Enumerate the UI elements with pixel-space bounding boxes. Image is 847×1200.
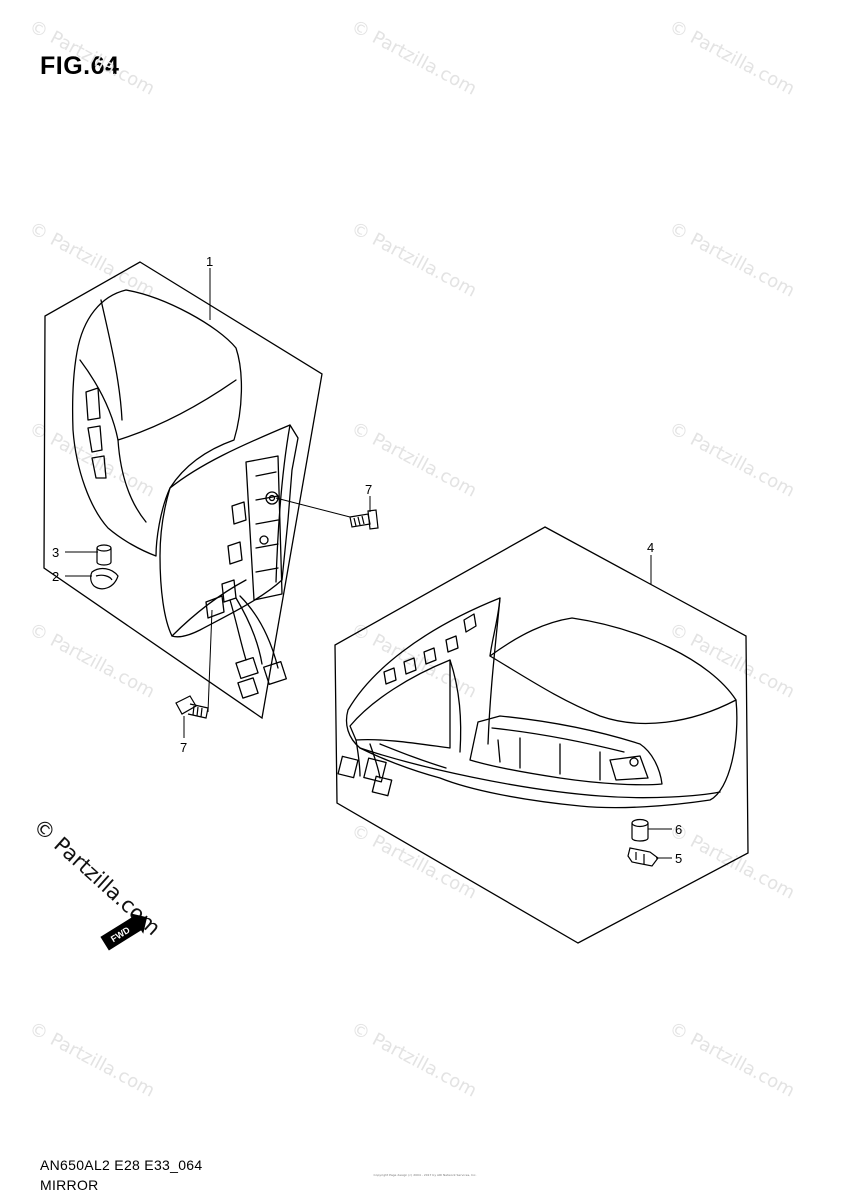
figure-title: FIG.64: [40, 52, 120, 80]
watermark: © Partzilla.com: [348, 1018, 481, 1102]
watermark: © Partzilla.com: [348, 218, 481, 302]
leader-lines-right: [648, 555, 672, 859]
left-mirror-assembly: [71, 289, 299, 699]
leader-lines-left: [65, 268, 371, 738]
forward-arrow: FWD: [100, 913, 148, 951]
clip-part-2: [90, 567, 119, 590]
screw-part-7-lower: [175, 695, 209, 719]
callout-5: 5: [675, 851, 682, 866]
callout-4: 4: [647, 540, 654, 555]
watermark: © Partzilla.com: [348, 820, 481, 904]
screw-part-7-upper: [349, 509, 379, 530]
callout-2: 2: [52, 569, 59, 584]
watermark: © Partzilla.com: [26, 619, 159, 703]
right-assembly-frame: [334, 526, 749, 944]
diagram-code: AN650AL2 E28 E33_064: [40, 1157, 203, 1173]
callout-3: 3: [52, 545, 59, 560]
watermark: © Partzilla.com: [348, 16, 481, 100]
copyright-note: Copyright Page design (c) 2004 - 2017 by…: [373, 1173, 477, 1177]
right-mirror-assembly: [337, 597, 738, 809]
diagram-name: MIRROR: [40, 1177, 99, 1193]
clip-part-5: [627, 847, 659, 867]
watermark: © Partzilla.com: [666, 418, 799, 502]
callout-7-upper: 7: [365, 482, 372, 497]
collar-part-6: [631, 818, 649, 842]
watermark: © Partzilla.com: [666, 16, 799, 100]
watermark: © Partzilla.com: [666, 619, 799, 703]
watermark: © Partzilla.com: [26, 16, 159, 100]
watermark: © Partzilla.com: [666, 218, 799, 302]
callout-6: 6: [675, 822, 682, 837]
watermark-grid: © Partzilla.com © Partzilla.com © Partzi…: [26, 16, 799, 1102]
watermark: © Partzilla.com: [666, 1018, 799, 1102]
left-assembly-frame: [43, 261, 323, 720]
callout-1: 1: [206, 254, 213, 269]
callout-7-lower: 7: [180, 740, 187, 755]
collar-part-3: [96, 544, 112, 566]
watermark: © Partzilla.com: [26, 1018, 159, 1102]
